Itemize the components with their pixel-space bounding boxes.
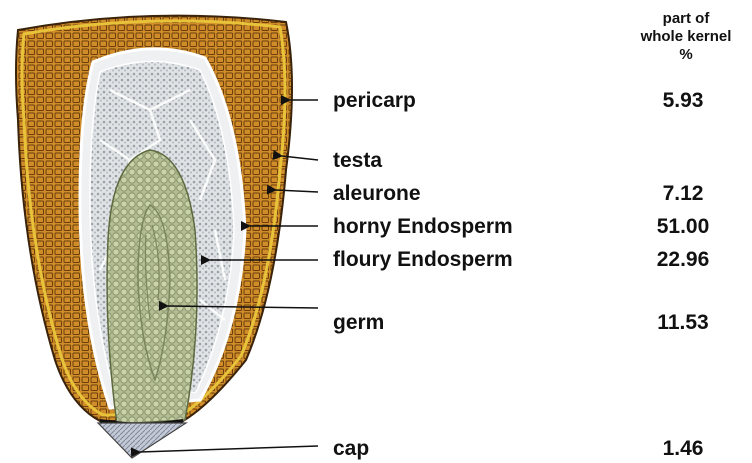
label-germ: germ	[333, 312, 384, 333]
column-header-line-3: %	[620, 46, 752, 64]
column-header-line-2: whole kernel	[620, 28, 752, 46]
label-testa: testa	[333, 150, 382, 171]
column-header: part of whole kernel %	[620, 10, 752, 64]
label-floury-endosperm: floury Endosperm	[333, 249, 513, 270]
column-header-line-1: part of	[620, 10, 752, 28]
percent-aleurone: 7.12	[628, 183, 738, 204]
percent-germ: 11.53	[628, 312, 738, 333]
label-pericarp: pericarp	[333, 90, 416, 111]
percent-horny-endosperm: 51.00	[628, 216, 738, 237]
label-cap: cap	[333, 438, 369, 459]
percent-pericarp: 5.93	[628, 90, 738, 111]
cap-layer	[98, 423, 186, 458]
label-aleurone: aleurone	[333, 183, 421, 204]
leader-cap	[140, 446, 318, 452]
percent-floury-endosperm: 22.96	[628, 249, 738, 270]
germ-layer	[107, 150, 197, 424]
label-horny-endosperm: horny Endosperm	[333, 216, 513, 237]
percent-cap: 1.46	[628, 438, 738, 459]
